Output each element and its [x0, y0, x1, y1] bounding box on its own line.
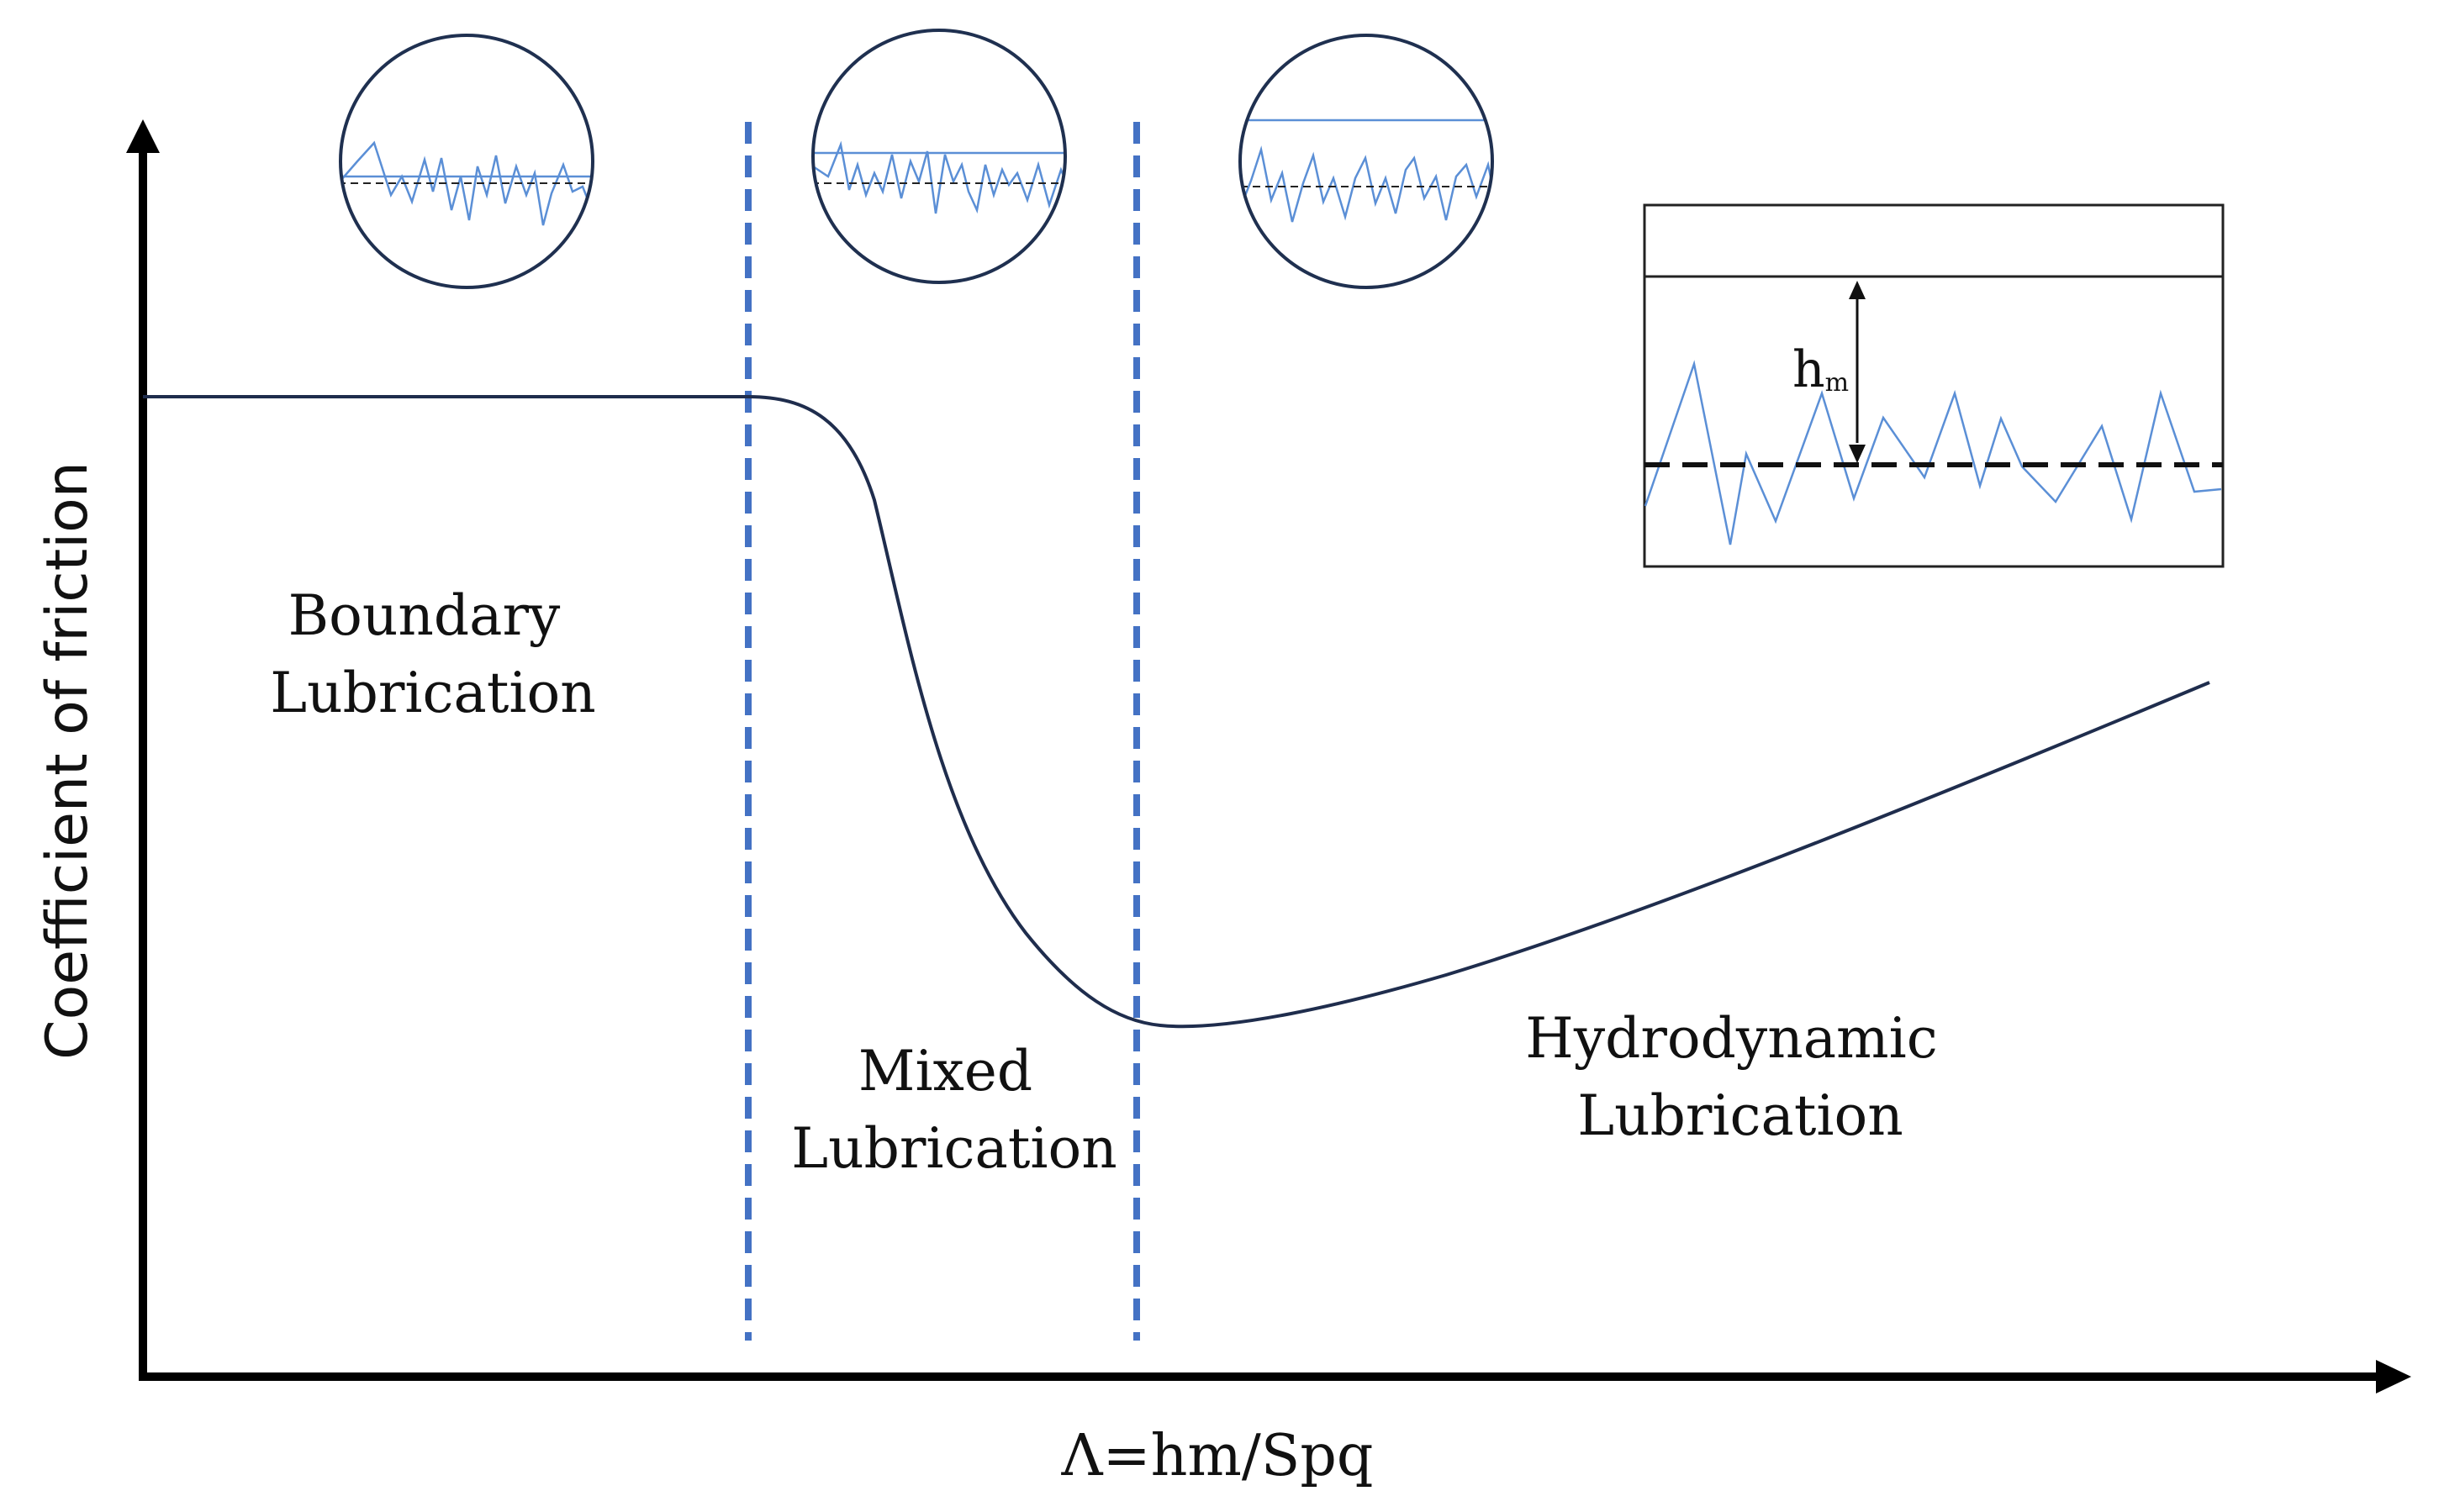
magnifier-circle [1238, 34, 1494, 289]
arrowhead-up [1849, 281, 1866, 299]
magnifier-circle [811, 29, 1067, 284]
boundary-region-label: Boundary Lubrication [270, 583, 595, 725]
x-axis-title: Λ=hm/Spq [1061, 1423, 1374, 1489]
inset-frame [1643, 203, 2225, 568]
roughness-profile [1240, 145, 1492, 223]
x-axis-arrowhead [2376, 1360, 2411, 1393]
roughness-profile [813, 140, 1065, 214]
boundary-surface-detail [339, 34, 594, 289]
y-axis-arrowhead [126, 119, 160, 153]
axes [126, 119, 2411, 1393]
mixed-region-label: Mixed Lubrication [791, 1039, 1117, 1181]
film-thickness-inset: hm [1643, 203, 2225, 568]
arrowhead-down [1849, 445, 1866, 463]
inset-roughness-profile [1644, 360, 2222, 545]
mixed-surface-detail [811, 29, 1067, 284]
film-thickness-label: hm [1792, 340, 1849, 399]
stribeck-curve [143, 395, 2210, 1029]
hydrodynamic-region-label: Hydrodynamic Lubrication [1525, 1006, 1955, 1148]
y-axis-title: Coefficient of friction [34, 461, 101, 1060]
roughness-profile [340, 140, 593, 226]
magnifier-circle [339, 34, 594, 289]
hydrodynamic-surface-detail [1238, 34, 1494, 289]
